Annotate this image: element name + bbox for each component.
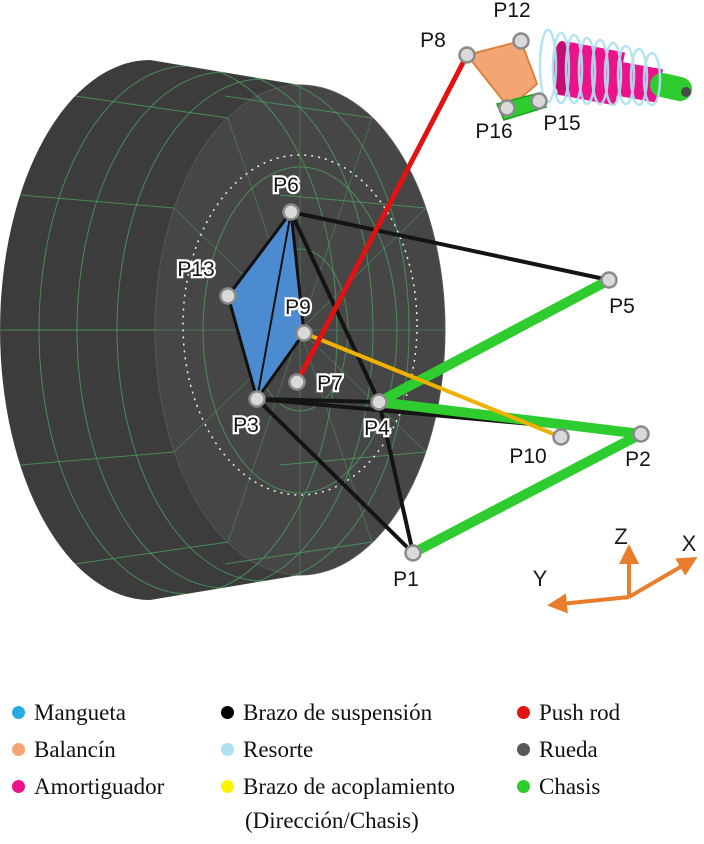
- legend-label: Resorte: [243, 736, 314, 762]
- joint-P2: [632, 425, 650, 443]
- legend-item: Brazo de acoplamiento: [221, 768, 455, 805]
- joint-P5: [600, 271, 618, 289]
- legend-dot: [12, 743, 25, 756]
- point-label-P7: P7: [317, 372, 343, 395]
- legend-sublabel: (Dirección/Chasis): [245, 808, 419, 833]
- legend-item: Amortiguador: [12, 768, 164, 805]
- point-label-P5: P5: [609, 295, 635, 318]
- legend-dot: [221, 706, 234, 719]
- point-label-P10: P10: [509, 445, 546, 468]
- joint-P15: [530, 92, 548, 110]
- joint-P12: [512, 32, 530, 50]
- legend-dot: [221, 780, 234, 793]
- legend-dot: [221, 743, 234, 756]
- suspension-arm-p3-p1: [255, 397, 415, 555]
- legend-label: Brazo de suspensión: [243, 699, 433, 725]
- legend-item: Resorte: [221, 731, 455, 768]
- point-label-P13: P13: [177, 258, 214, 281]
- point-label-P8: P8: [420, 29, 446, 52]
- axis-label-Z: Z: [614, 524, 627, 549]
- point-label-P1: P1: [393, 568, 419, 591]
- legend-dot: [12, 780, 25, 793]
- joint-P9: [295, 324, 313, 342]
- legend-label: Amortiguador: [34, 773, 165, 799]
- axes-layer: Z X Y: [533, 524, 698, 614]
- shock-end-pivot: [681, 87, 691, 97]
- suspension-arm-p4-p1: [377, 400, 415, 555]
- joint-P8: [458, 46, 476, 64]
- suspension-arm-p3-p4: [255, 397, 381, 404]
- axis-label-Y: Y: [533, 566, 548, 591]
- legend-label: Brazo de acoplamiento: [243, 773, 456, 799]
- legend-label: Rueda: [539, 736, 598, 762]
- joint-P3: [248, 390, 266, 408]
- point-label-P9: P9: [285, 296, 311, 319]
- legend-item: Rueda: [517, 731, 620, 768]
- joint-P16: [498, 99, 516, 117]
- suspension-arm-p6-p5: [289, 210, 611, 282]
- point-label-P6: P6: [273, 174, 299, 197]
- legend-label: Mangueta: [34, 699, 126, 725]
- legend-dot: [12, 706, 25, 719]
- balancin-shape: [466, 40, 538, 109]
- point-label-P2: P2: [625, 448, 651, 471]
- mangueta-inner-edge: [256, 211, 292, 400]
- axis-arrow-X: [627, 556, 698, 599]
- axis-label-X: X: [682, 531, 697, 556]
- legend-dot: [517, 706, 530, 719]
- legend-dot: [517, 780, 530, 793]
- legend-item: Mangueta: [12, 694, 164, 731]
- point-label-P16: P16: [475, 120, 512, 143]
- chassis-rail-p1-p2: [408, 429, 646, 558]
- point-label-P4: P4: [364, 417, 390, 440]
- resorte-coil: [538, 28, 662, 107]
- rocker-shock-assembly: [466, 28, 692, 121]
- legend-dot: [517, 743, 530, 756]
- legend-item: Push rod: [517, 694, 620, 731]
- links-layer-above: [294, 52, 563, 439]
- legend-item: Brazo de suspensión: [221, 694, 455, 731]
- axis-arrow-Y: [547, 593, 630, 614]
- joint-P13: [219, 287, 237, 305]
- legend-item: Chasis: [517, 768, 620, 805]
- chassis-rail-p4-p5: [374, 275, 614, 407]
- point-label-P15: P15: [543, 112, 580, 135]
- legend-label: Push rod: [539, 699, 621, 725]
- legend-item: Balancín: [12, 731, 164, 768]
- rim-dotted-circle: [182, 154, 418, 496]
- joint-P4: [370, 393, 388, 411]
- point-label-P3: P3: [233, 414, 259, 437]
- push-rod-p7-p8: [294, 52, 470, 385]
- coupling-rod-p9-p10: [302, 331, 563, 439]
- legend-label: Chasis: [539, 773, 601, 799]
- joint-P10: [552, 428, 570, 446]
- points-layer: [219, 32, 650, 562]
- joint-P7: [288, 373, 306, 391]
- point-label-P12: P12: [493, 0, 530, 22]
- joint-P6: [282, 203, 300, 221]
- chassis-mount-cap: [650, 73, 692, 101]
- joint-P1: [404, 544, 422, 562]
- legend-label: Balancín: [34, 736, 116, 762]
